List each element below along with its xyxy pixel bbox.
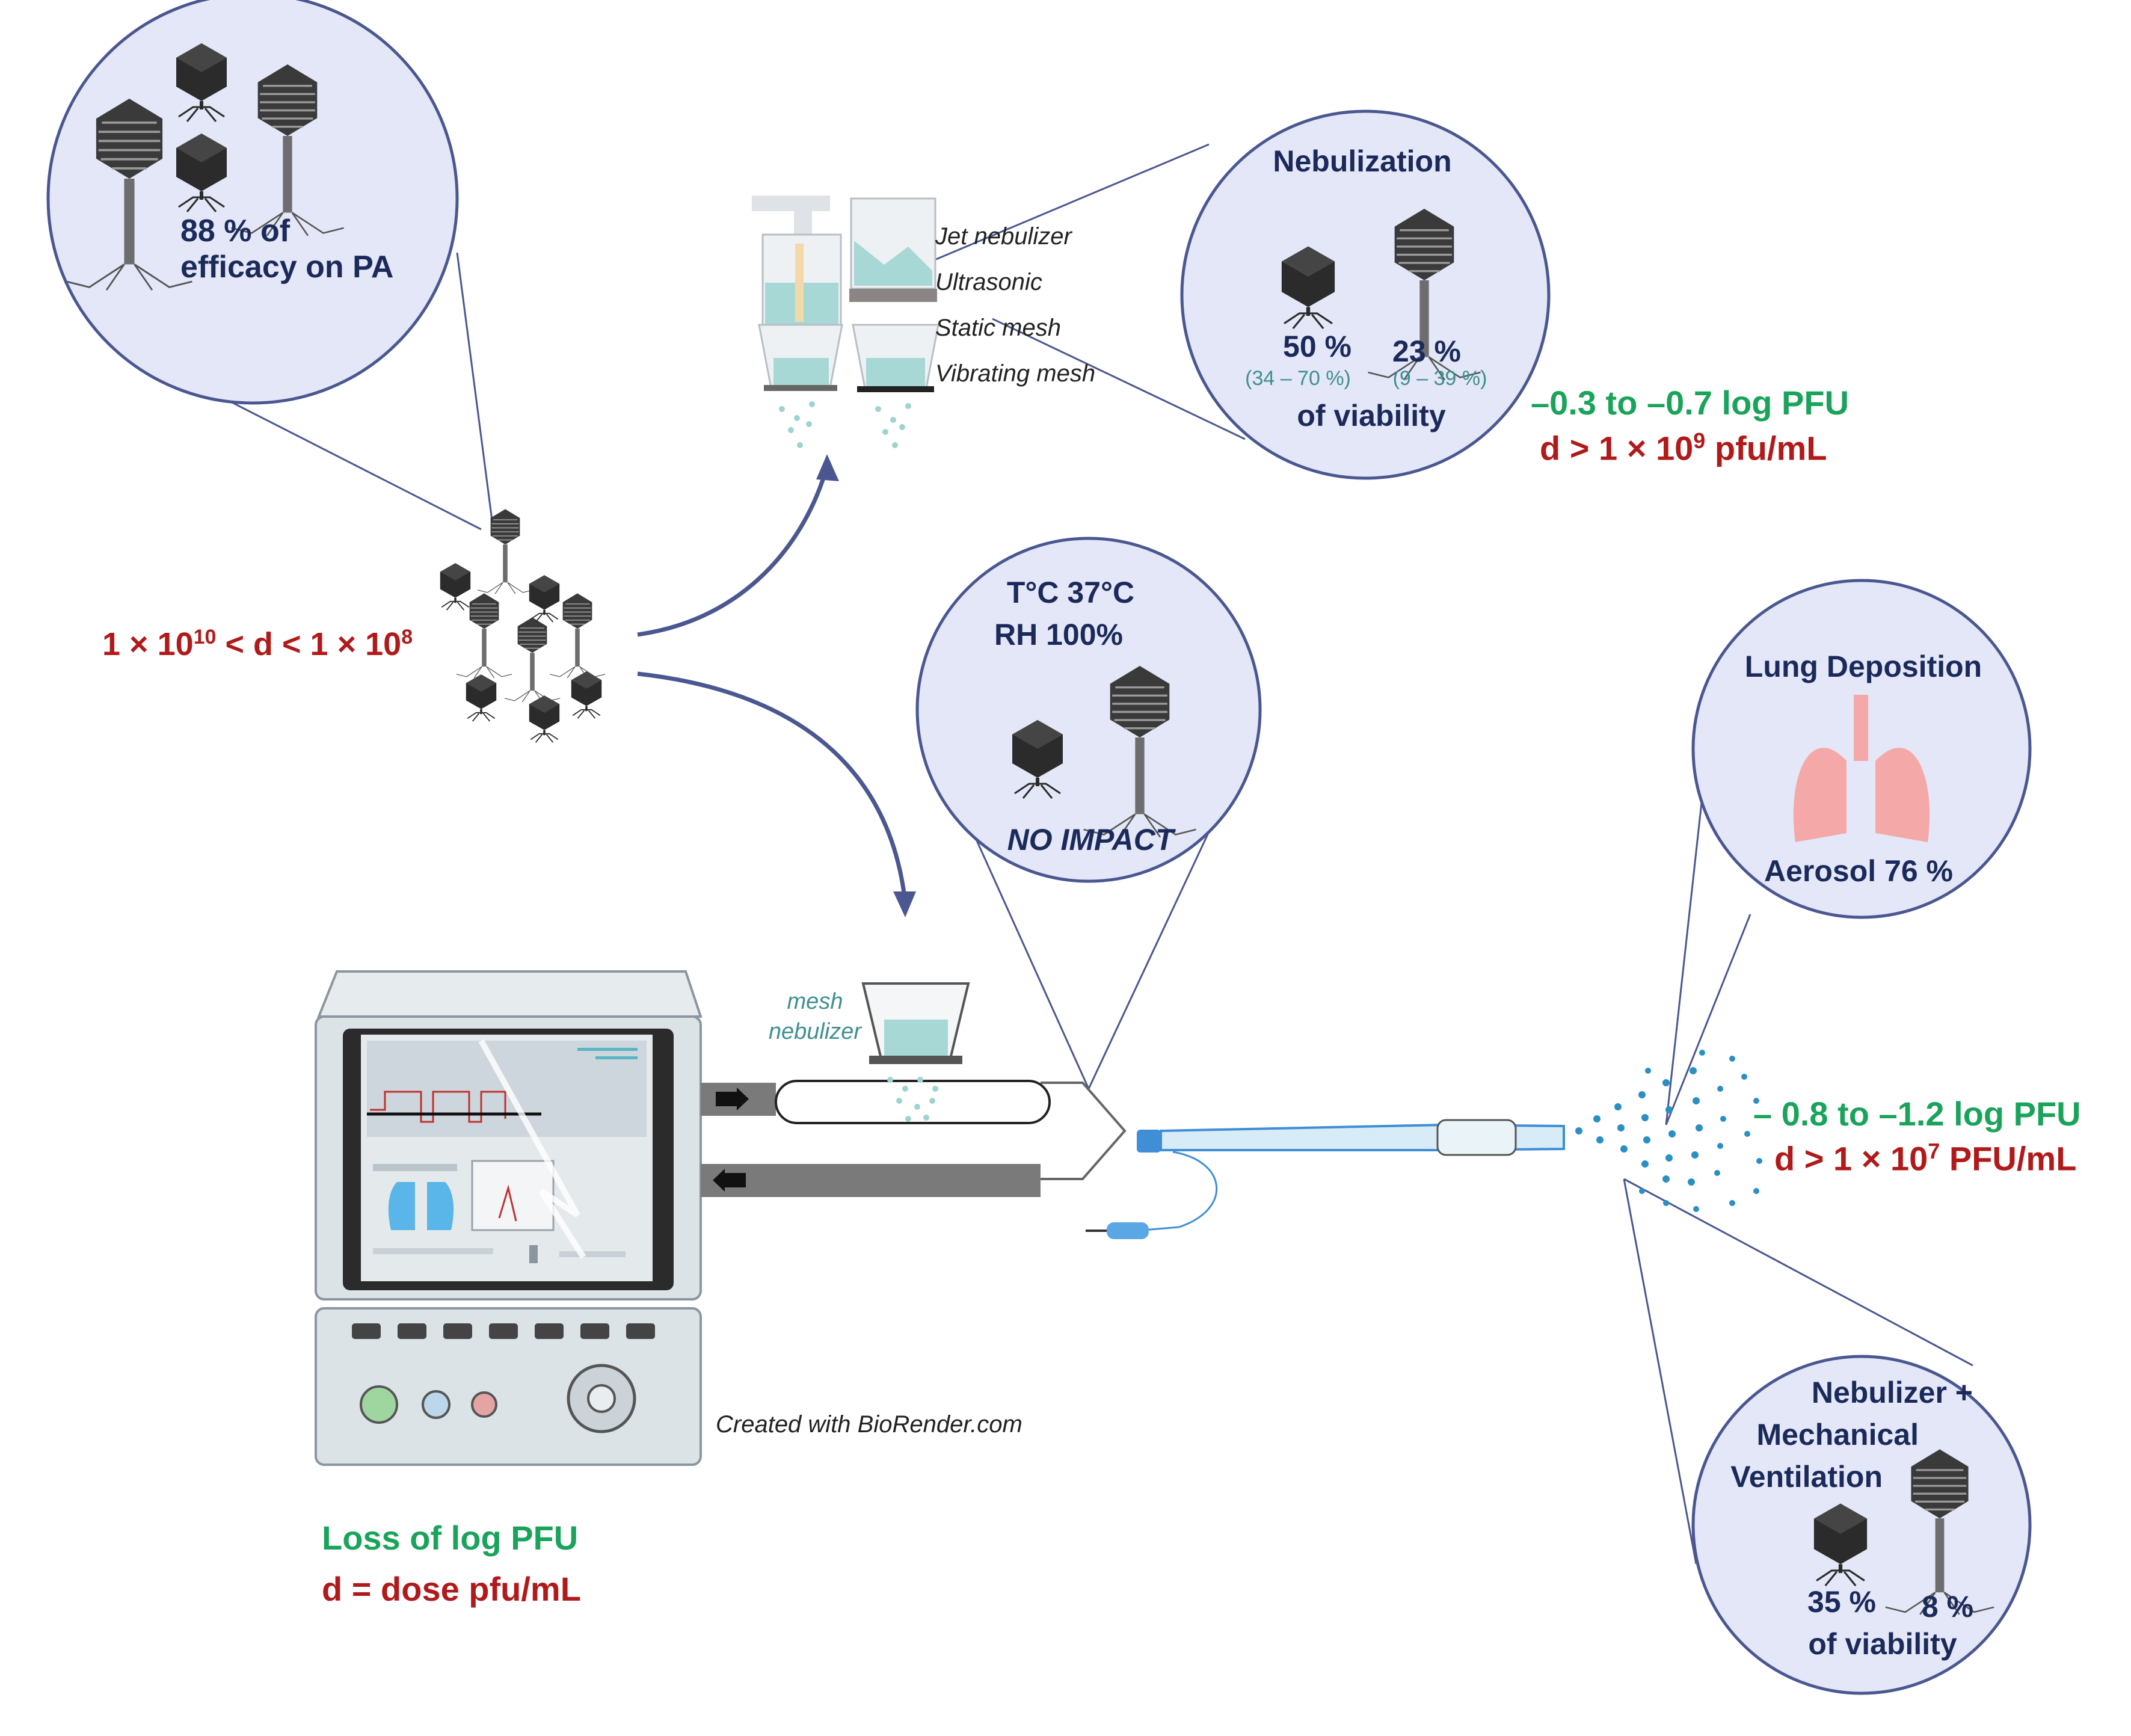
efficacy-text: 88 % of efficacy on PA (180, 214, 393, 286)
mesh-label-line2: nebulizer (768, 1019, 862, 1044)
arrow-head-down (893, 891, 916, 917)
nebulizer-devices (752, 195, 939, 448)
mv-title: Nebulizer + Mechanical Ventilation (1726, 1371, 1973, 1498)
arrow-head-up (816, 454, 839, 481)
mv-small-pct: 35 % (1807, 1585, 1876, 1619)
dose-range-base: 1 × 10 (102, 626, 194, 662)
mv-large-pct: 8 % (1921, 1590, 1974, 1624)
nebulization-dose-base: d > 1 × 10 (1540, 429, 1694, 467)
mesh-label: mesh nebulizer (769, 987, 861, 1047)
dose-range-exp-b: 8 (401, 626, 413, 648)
arrows (637, 466, 908, 903)
phage-cluster (438, 508, 606, 743)
aerosol-spray (1575, 1050, 1762, 1212)
nebulizer-types-list: Jet nebulizer Ultrasonic Static mesh Vib… (935, 214, 1095, 396)
mv-title-line1: Nebulizer + (1811, 1376, 1973, 1409)
nebulization-log-loss: –0.3 to –0.7 log PFU (1531, 384, 1850, 422)
credit-text: Created with BioRender.com (716, 1411, 1022, 1438)
nebulization-dose-threshold: d > 1 × 109 pfu/mL (1540, 428, 1827, 468)
condition-humidity: RH 100% (994, 618, 1123, 651)
nebulization-circle (1180, 109, 1551, 480)
circuit-tubing (701, 982, 1565, 1239)
mesh-label-line1: mesh (787, 989, 843, 1014)
nebulization-caption: of viability (1297, 399, 1446, 432)
condition-impact: NO IMPACT (1007, 823, 1174, 857)
mv-circle (1691, 1355, 2032, 1695)
nebulizer-type-ultrasonic: Ultrasonic (935, 269, 1042, 295)
leader-lines (150, 143, 1973, 1565)
mv-title-line2: Mechanical (1756, 1418, 1919, 1451)
vent-dose-threshold: d > 1 × 107 PFU/mL (1774, 1139, 2076, 1178)
dose-range-mid: < d < 1 × 10 (216, 626, 402, 662)
nebulization-dose-exp: 9 (1693, 428, 1706, 453)
lung-aerosol: Aerosol 76 % (1764, 854, 1954, 888)
lung-title: Lung Deposition (1744, 650, 1982, 683)
vent-log-loss: – 0.8 to –1.2 log PFU (1753, 1095, 2081, 1133)
nebulization-large-pct: 23 % (1392, 334, 1461, 368)
dose-range-exp-a: 10 (193, 626, 217, 648)
nebulization-title: Nebulization (1273, 144, 1452, 178)
nebulizer-type-static-mesh: Static mesh (935, 315, 1061, 341)
conditions-circle (915, 537, 1262, 883)
ventilator (315, 970, 703, 1466)
legend-loss: Loss of log PFU (322, 1519, 579, 1557)
nebulization-dose-unit: pfu/mL (1705, 429, 1827, 467)
nebulizer-type-jet: Jet nebulizer (935, 223, 1072, 250)
nebulization-small-range: (34 – 70 %) (1245, 367, 1351, 390)
nebulization-large-range: (9 – 39 %) (1392, 367, 1487, 390)
dose-range-label: 1 × 1010 < d < 1 × 108 (102, 626, 413, 663)
condition-temperature: T°C 37°C (1006, 576, 1135, 609)
mv-caption: of viability (1808, 1627, 1957, 1661)
legend-dose: d = dose pfu/mL (322, 1570, 581, 1608)
lung-circle (1691, 579, 2032, 919)
vent-dose-unit: PFU/mL (1940, 1139, 2077, 1178)
efficacy-line1: 88 % of (180, 214, 291, 248)
nebulization-small-pct: 50 % (1283, 330, 1351, 363)
nebulizer-type-vibrating-mesh: Vibrating mesh (935, 360, 1096, 387)
efficacy-line2: efficacy on PA (180, 249, 394, 285)
efficacy-circle (46, 0, 459, 405)
vent-dose-exp: 7 (1928, 1139, 1940, 1163)
mv-title-line3: Ventilation (1730, 1460, 1883, 1494)
vent-dose-base: d > 1 × 10 (1774, 1139, 1928, 1178)
